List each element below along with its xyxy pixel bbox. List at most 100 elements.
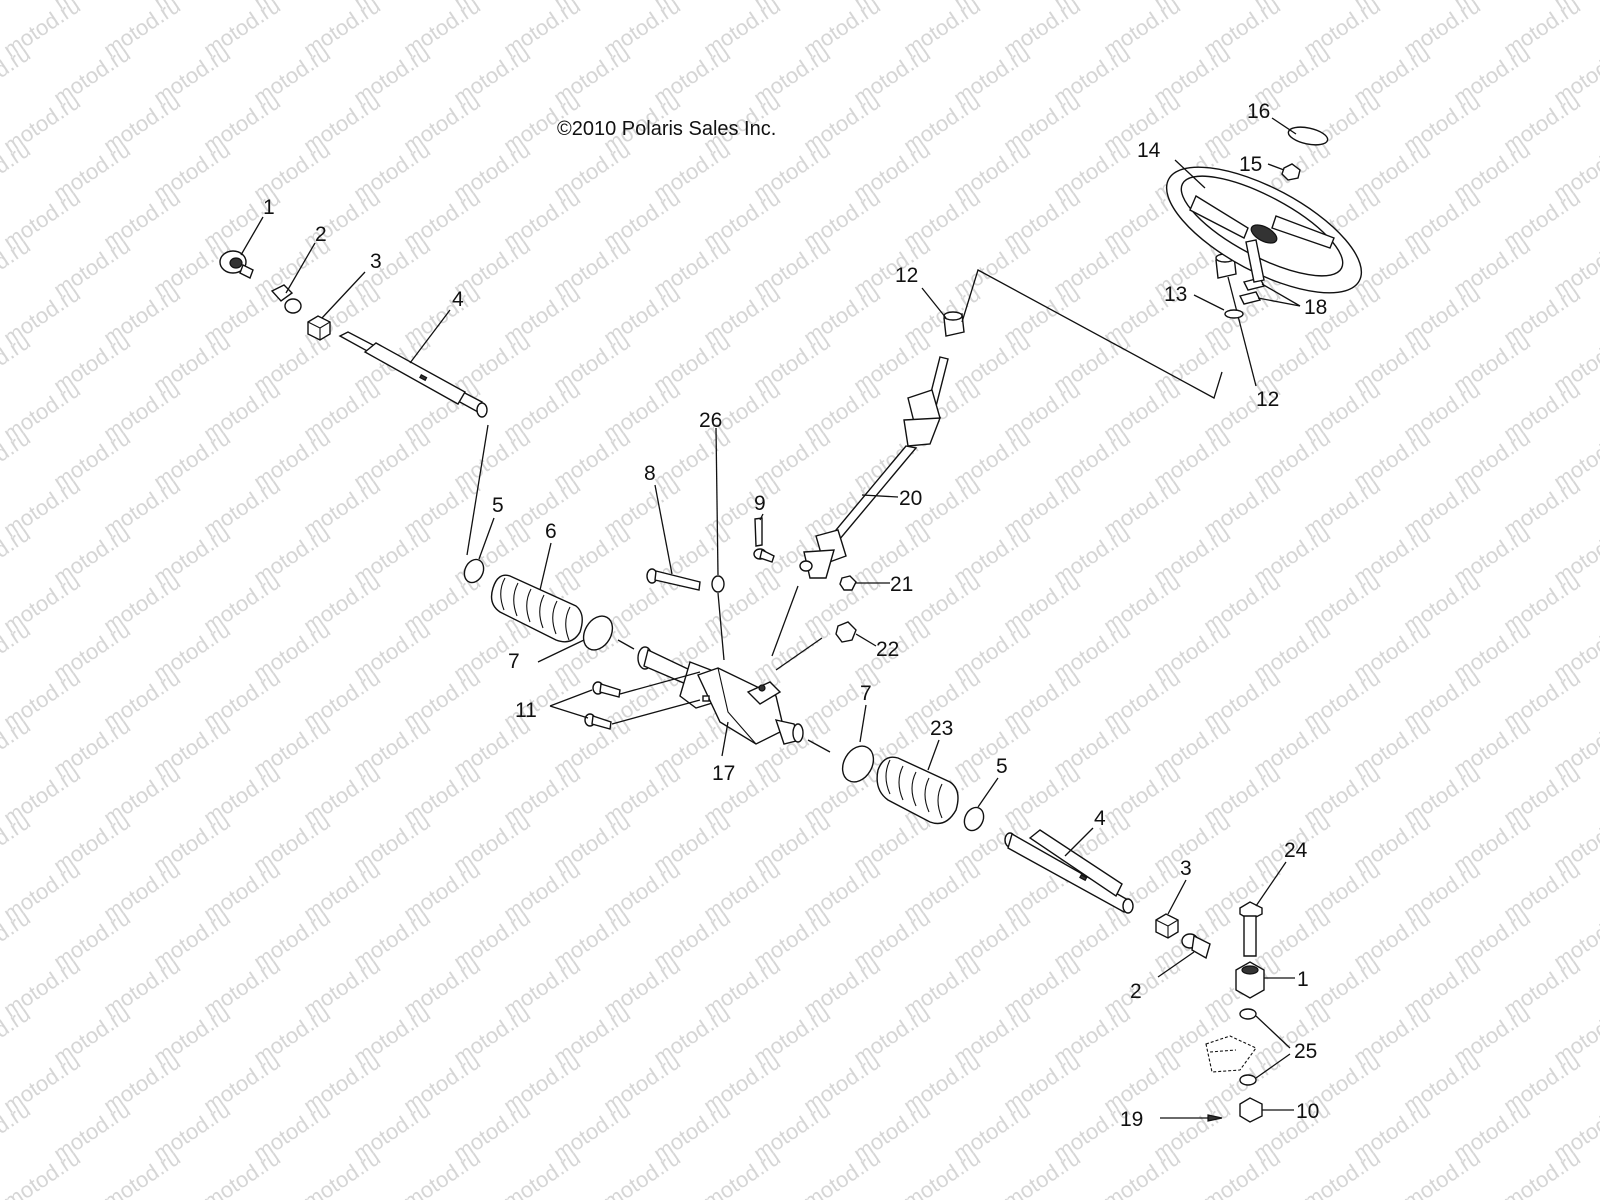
leader-15	[1267, 163, 1285, 171]
watermark-text: motod.ru	[0, 617, 35, 686]
leader-3a	[321, 271, 366, 319]
part-16-emblem-cap	[1287, 126, 1329, 146]
leader-17	[721, 721, 729, 757]
leader-1a	[240, 216, 264, 256]
callout-3a: 3	[370, 250, 382, 273]
leader-3b	[1167, 879, 1187, 915]
leader-23	[927, 739, 940, 771]
part-21-nut	[839, 575, 857, 591]
callout-22: 22	[876, 638, 899, 661]
callout-13: 13	[1164, 283, 1187, 306]
leader-20-rack	[771, 585, 799, 657]
watermark-text: motod.ru	[0, 521, 35, 590]
leader-7a	[537, 639, 585, 663]
leader-13	[1193, 294, 1225, 311]
watermark-text: motod.ru	[1299, 1145, 1385, 1200]
leader-11b	[549, 705, 589, 719]
callout-14: 14	[1137, 139, 1161, 162]
leader-rack-left	[617, 639, 635, 650]
callout-15: 15	[1239, 153, 1262, 176]
watermark-text: motod.ru	[699, 1145, 785, 1200]
callout-2a: 2	[315, 223, 327, 246]
callout-11: 11	[515, 699, 537, 722]
leader-rack-right	[807, 739, 831, 753]
leader-9	[759, 513, 764, 521]
watermark-text: motod.ru	[0, 809, 35, 878]
watermark-text: motod.ru	[0, 1001, 35, 1070]
part-4-inner-tie-rod-right	[1004, 829, 1134, 914]
leader-25b	[1255, 1053, 1291, 1079]
callout-1b: 1	[1297, 968, 1309, 991]
watermark-text: motod.ru	[199, 1145, 285, 1200]
part-4-inner-tie-rod-left	[338, 331, 488, 418]
callout-5a: 5	[492, 494, 504, 517]
watermark-text: motod.ru	[1199, 1145, 1285, 1200]
leader-6	[539, 542, 552, 591]
leader-11-rack-b	[611, 699, 701, 725]
callout-20: 20	[899, 487, 922, 510]
callout-4b: 4	[1094, 807, 1106, 830]
callout-6: 6	[545, 520, 557, 543]
leader-26-rack	[717, 592, 725, 661]
leader-22-rack	[775, 637, 823, 671]
part-7-clamp-upper	[582, 615, 614, 651]
watermark-text: motod.ru	[999, 1145, 1085, 1200]
part-2-ball-joint-right	[1181, 933, 1211, 960]
callout-17: 17	[712, 762, 735, 785]
part-12-bushing-upper	[943, 311, 965, 337]
watermark-text: motod.ru	[99, 1145, 185, 1200]
part-6-boot	[490, 574, 583, 643]
leader-16	[1271, 117, 1297, 135]
copyright-notice: ©2010 Polaris Sales Inc.	[557, 118, 776, 140]
leader-18b	[1257, 297, 1301, 307]
leader-2b	[1157, 951, 1195, 978]
callout-5b: 5	[996, 755, 1008, 778]
watermark-text: motod.ru	[599, 1145, 685, 1200]
callout-25: 25	[1294, 1040, 1317, 1063]
leader-12a	[921, 287, 947, 319]
part-22-nut	[835, 621, 857, 643]
callout-3b: 3	[1180, 857, 1192, 880]
callout-8: 8	[644, 462, 656, 485]
callout-7a: 7	[508, 650, 520, 673]
leader-11a	[549, 689, 593, 707]
watermark-text: motod.ru	[1399, 1145, 1485, 1200]
part-18-inserts	[1238, 277, 1266, 305]
leader-26	[715, 427, 719, 576]
part-24-bolt	[1239, 901, 1263, 957]
part-1-tie-rod-end-right	[1235, 961, 1265, 999]
part-7-clamp-lower	[841, 745, 875, 783]
part-23-boot-right	[876, 756, 959, 825]
callout-19: 19	[1120, 1108, 1143, 1131]
watermark-text: motod.ru	[299, 1145, 385, 1200]
leader-14	[1174, 159, 1206, 189]
callout-9: 9	[754, 492, 766, 515]
part-15-nut	[1281, 163, 1301, 181]
part-14-steering-wheel	[1165, 166, 1363, 294]
watermark-text: motod.ru	[0, 329, 35, 398]
part-1-tie-rod-end-left	[219, 250, 254, 279]
part-5-clamp-right	[963, 806, 985, 832]
watermark-text: motod.ru	[499, 1145, 585, 1200]
watermark-text: motod.ru	[0, 713, 35, 782]
leader-2a	[285, 242, 316, 294]
watermark-text: motod.ru	[0, 137, 35, 206]
callout-23: 23	[930, 717, 953, 740]
watermark-text: motod.ru	[1499, 1145, 1585, 1200]
callout-1a: 1	[263, 196, 275, 219]
part-5-clamp-left	[463, 558, 485, 584]
part-11-mounting-bolts	[584, 681, 621, 730]
callout-16: 16	[1247, 100, 1270, 123]
part-3-jam-nut-left	[307, 315, 331, 341]
part-12-bushing-lower	[1215, 253, 1237, 279]
part-25-washer-upper	[1239, 1008, 1257, 1020]
part-19-cotter-pin	[1160, 1114, 1223, 1122]
leader-8	[654, 484, 673, 575]
watermark-text: motod.ru	[0, 0, 35, 14]
callout-12a: 12	[895, 264, 918, 287]
callout-10: 10	[1296, 1100, 1319, 1123]
watermark-text: motod.ru	[799, 1145, 885, 1200]
watermark-text: motod.ru	[399, 1145, 485, 1200]
watermark-text: motod.ru	[0, 233, 35, 302]
